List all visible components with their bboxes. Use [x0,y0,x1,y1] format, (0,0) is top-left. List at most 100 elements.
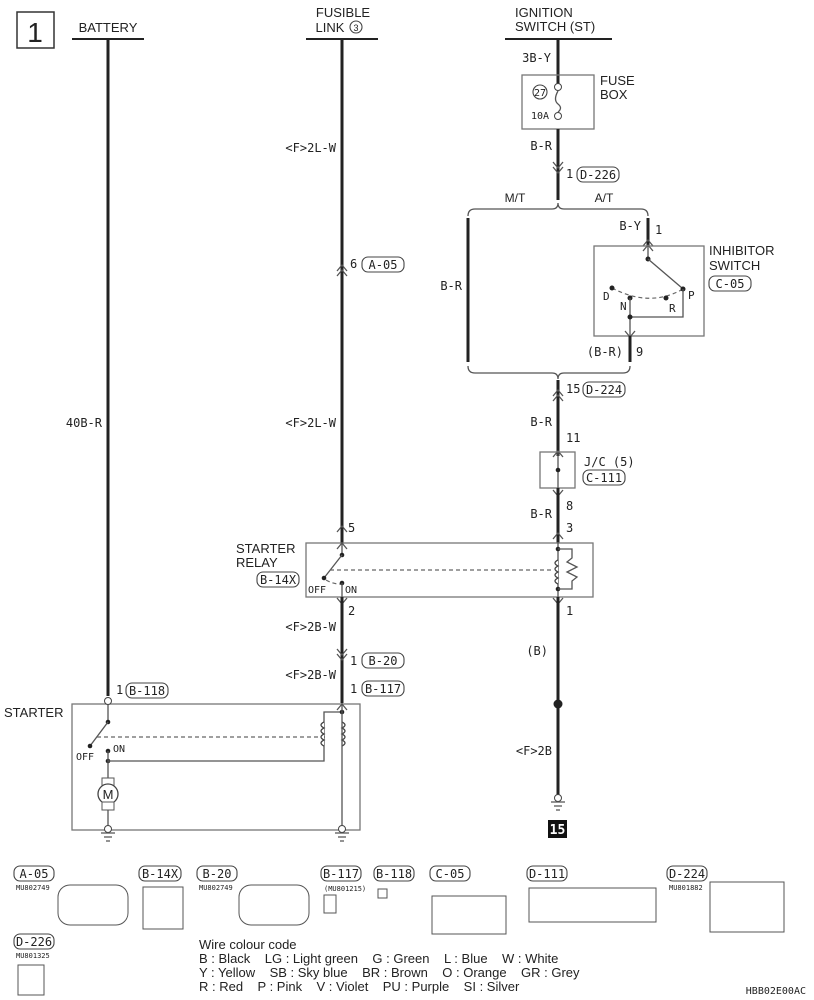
connector-d224: D-224 MU801882 [666,865,785,933]
pin-relay-2: 2 [348,604,355,618]
fuse-box-label-1: FUSE [600,73,635,88]
ground-terminal [554,794,562,802]
connector-d226-tag [13,933,55,950]
tag-b117-text: B-117 [365,682,401,696]
inhibitor-switch-box [593,245,705,337]
connector-b14x-body [142,886,184,930]
page-number: 1 [27,17,43,48]
connector-d224-body [709,881,785,933]
connector-d224-id: D-224 [669,867,705,881]
tag-b118-text: B-118 [129,684,165,698]
tag-d226 [576,166,620,183]
starter-sw-off [87,743,93,749]
wire-at-out: (B-R) [587,345,623,359]
starter-switch-arm [89,721,109,747]
connector-b117: B-117 (MU801215) [320,865,366,914]
connector-b118-id: B-118 [376,867,412,881]
tag-a05-text: A-05 [369,258,398,272]
inhibitor-label-1: INHIBITOR [709,243,775,258]
inh-arc [611,287,684,299]
relay-off: OFF [308,585,326,596]
connector-d226-id: D-226 [16,935,52,949]
pin-relay-5: 5 [348,521,355,535]
inh-lever [647,258,683,289]
pin-relay-1: 1 [566,604,573,618]
fuse-terminal-top [554,83,562,91]
connector-a05: A-05 MU802749 [13,865,129,926]
splice-point [553,699,563,709]
fuse-number: 27 [534,88,546,99]
legend-row-1: B : Black LG : Light green G : Green L :… [199,951,558,966]
connector-c05-tag [429,865,471,882]
relay-coil-icon [554,559,560,585]
ignition-label-1: IGNITION [515,5,573,20]
starter-box [71,703,361,831]
connector-b20: B-20 MU802749 [196,865,310,926]
tag-a05 [361,256,405,273]
wire-relay-out-2: <F>2B-W [285,668,336,682]
wire-ground: <F>2B [516,744,552,758]
connector-b14x-id: B-14X [142,867,179,881]
connector-d224-tag [666,865,708,882]
starter-ground-terminal-1 [104,825,112,833]
connector-d111: D-111 [526,865,657,923]
inh-label-n: N [620,300,627,313]
connector-d226-mark [552,161,564,175]
relay-sw-off [321,575,327,581]
connector-b20-part: MU802749 [199,884,233,892]
relay-pin3-mark [552,531,564,540]
wire-mt-label: B-R [440,279,462,293]
connector-a05-id: A-05 [20,867,49,881]
ignition-label-2: SWITCH (ST) [515,19,595,34]
connector-b20-mark [336,648,348,662]
jc-dot [555,467,561,473]
connector-b14x: B-14X [138,865,184,930]
pin-b117: 1 [350,682,357,696]
wire-relay-ground: (B) [526,644,548,658]
starter-internal-wire [107,711,342,778]
inh-pos-d [609,285,615,291]
connector-d224-part: MU801882 [669,884,703,892]
tag-d224-text: D-224 [586,383,622,397]
starter-ground-terminal-2 [338,825,346,833]
connector-c05-id: C-05 [436,867,465,881]
connector-c05: C-05 [429,865,507,935]
page-number-box [16,11,55,49]
legend-title: Wire colour code [199,937,297,952]
inh-label-p: P [688,289,695,302]
connector-b118: B-118 [373,865,415,899]
relay-sw-arc [325,579,341,585]
connector-d111-body [528,887,657,923]
fusible-link-number: 3 [353,23,358,33]
tag-b117 [361,680,405,697]
branch-at: A/T [595,191,614,205]
connector-a05-body [57,884,129,926]
tag-c111-text: C-111 [586,471,622,485]
inhibitor-label-2: SWITCH [709,258,760,273]
connector-b118-tag [373,865,415,882]
tag-c05-text: C-05 [716,277,745,291]
legend-row-3: R : Red P : Pink V : Violet PU : Purple … [199,979,520,994]
motor-brush-bottom [101,801,115,811]
starter-off: OFF [76,752,94,763]
connector-b117-tag [320,865,362,882]
inh-label-d: D [603,290,610,303]
connector-a05-mark [336,263,348,277]
relay-switch-arm [323,554,343,579]
battery-wire-label: 40B-R [66,416,103,430]
tag-c111 [582,469,626,486]
inh-junction [627,314,633,320]
fl-wire-label-mid: <F>2L-W [285,416,336,430]
fuse-number-circle [532,84,548,100]
branch-brace-bottom [467,365,631,380]
relay-label-1: STARTER [236,541,295,556]
starter-in-mark [336,702,348,711]
connector-c05-body [431,895,507,935]
ground-icon [551,801,565,811]
pin-inh-9: 9 [636,345,643,359]
connector-b20-body [238,884,310,926]
branch-mt: M/T [505,191,526,205]
starter-label: STARTER [4,705,63,720]
fusible-link-label-2: LINK [316,20,345,35]
pin-inh-1: 1 [655,223,662,237]
